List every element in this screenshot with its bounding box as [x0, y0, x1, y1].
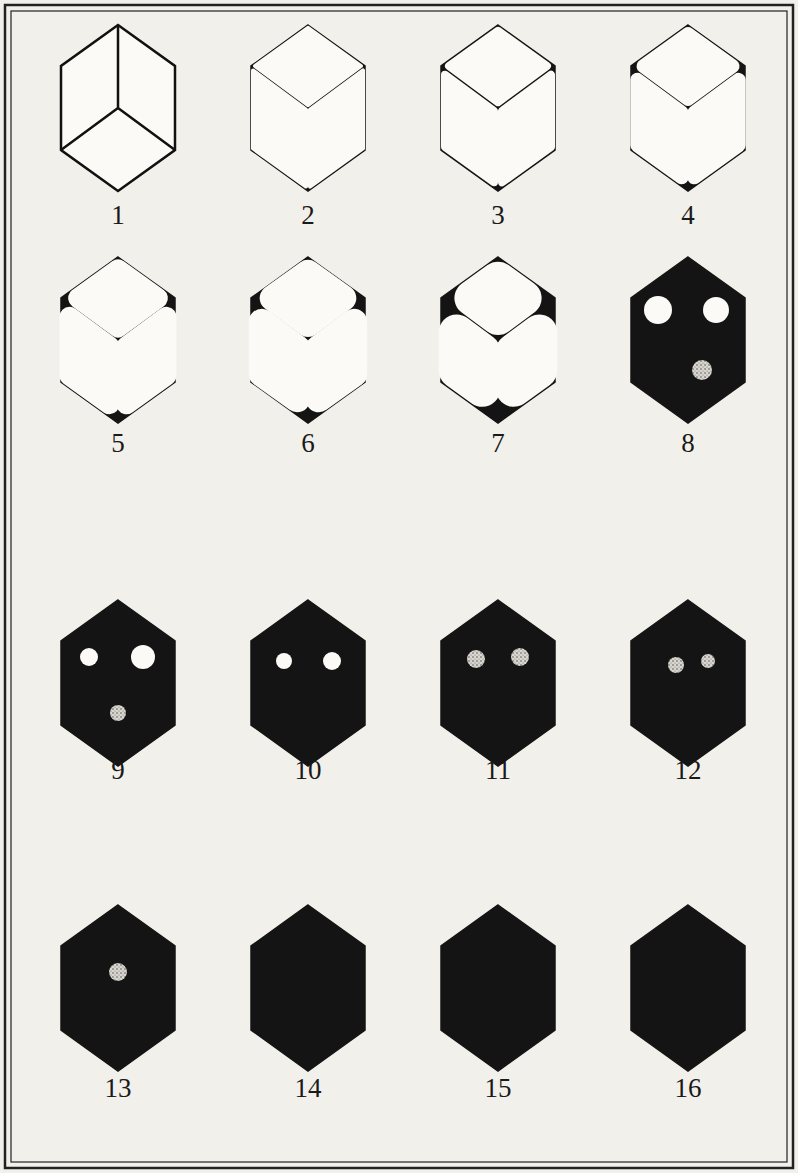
black-hexagon [441, 905, 555, 1071]
hexagon-figure [441, 25, 555, 191]
hexagon-figure [441, 600, 555, 766]
black-hexagon [251, 25, 365, 191]
white-face [502, 75, 551, 183]
hexagon-figure [631, 257, 745, 423]
white-face [694, 80, 738, 178]
figure-number: 15 [485, 1075, 512, 1102]
white-spot [644, 296, 672, 324]
cube-outline [61, 25, 175, 191]
white-face [445, 75, 494, 183]
black-hexagon [61, 257, 175, 423]
white-face [457, 333, 483, 389]
speckled-spot [109, 963, 127, 981]
black-hexagon [441, 600, 555, 766]
hexagon-figure [61, 600, 175, 766]
speckled-spot [511, 648, 529, 666]
hexagon-figure [251, 257, 365, 423]
hexagon-figure [631, 25, 745, 191]
white-face [262, 322, 297, 400]
black-hexagon [631, 600, 745, 766]
hexagon-figure [61, 905, 175, 1071]
hexagon-figure [441, 905, 555, 1071]
white-spot [276, 653, 292, 669]
figure-number: 11 [485, 757, 511, 784]
figure-number: 4 [681, 202, 695, 229]
white-face [514, 333, 540, 389]
black-hexagon [631, 905, 745, 1071]
outer-frame [5, 5, 793, 1168]
white-face [273, 273, 344, 324]
white-face [319, 322, 354, 400]
white-face [253, 70, 306, 186]
speckled-spot [110, 705, 126, 721]
black-hexagon [61, 600, 175, 766]
hexagon-figure [251, 905, 365, 1071]
black-hexagon [61, 905, 175, 1071]
white-face [637, 80, 681, 178]
hexagon-figure [251, 25, 365, 191]
figure-number: 12 [675, 757, 702, 784]
speckled-spot [668, 657, 684, 673]
figure-number: 6 [301, 430, 315, 457]
speckled-spot [467, 650, 485, 668]
white-spot [323, 652, 341, 670]
white-face [78, 269, 158, 327]
black-hexagon [631, 25, 745, 191]
figure-number: 1 [111, 202, 125, 229]
hexagon-figure [251, 600, 365, 766]
hexagon-figure [61, 257, 175, 423]
cube-edge [61, 25, 175, 150]
black-hexagon [251, 600, 365, 766]
inner-frame [11, 11, 787, 1162]
white-spot [80, 648, 98, 666]
white-face [310, 70, 363, 186]
black-hexagon [251, 257, 365, 423]
white-face [472, 280, 523, 317]
figure-number: 2 [301, 202, 315, 229]
speckled-spot [701, 654, 715, 668]
figure-number: 10 [295, 757, 322, 784]
hexagon-figure [441, 257, 555, 423]
speckled-spot [692, 360, 712, 380]
white-spot [131, 645, 155, 669]
white-spot [703, 297, 729, 323]
figure-number: 5 [111, 430, 125, 457]
figure-number: 8 [681, 430, 695, 457]
hexagon-figure [631, 600, 745, 766]
white-face [127, 317, 167, 405]
figure-number: 9 [111, 757, 125, 784]
figure-number: 14 [295, 1075, 322, 1102]
figure-number: 13 [105, 1075, 132, 1102]
black-hexagon [631, 257, 745, 423]
hexagon-figure [61, 25, 175, 191]
figure-number: 16 [675, 1075, 702, 1102]
black-hexagon [441, 25, 555, 191]
figure-number: 3 [491, 202, 505, 229]
white-face [70, 317, 110, 405]
hexagon-figure [631, 905, 745, 1071]
black-hexagon [441, 257, 555, 423]
black-hexagon [251, 905, 365, 1071]
figure-number: 7 [491, 430, 505, 457]
